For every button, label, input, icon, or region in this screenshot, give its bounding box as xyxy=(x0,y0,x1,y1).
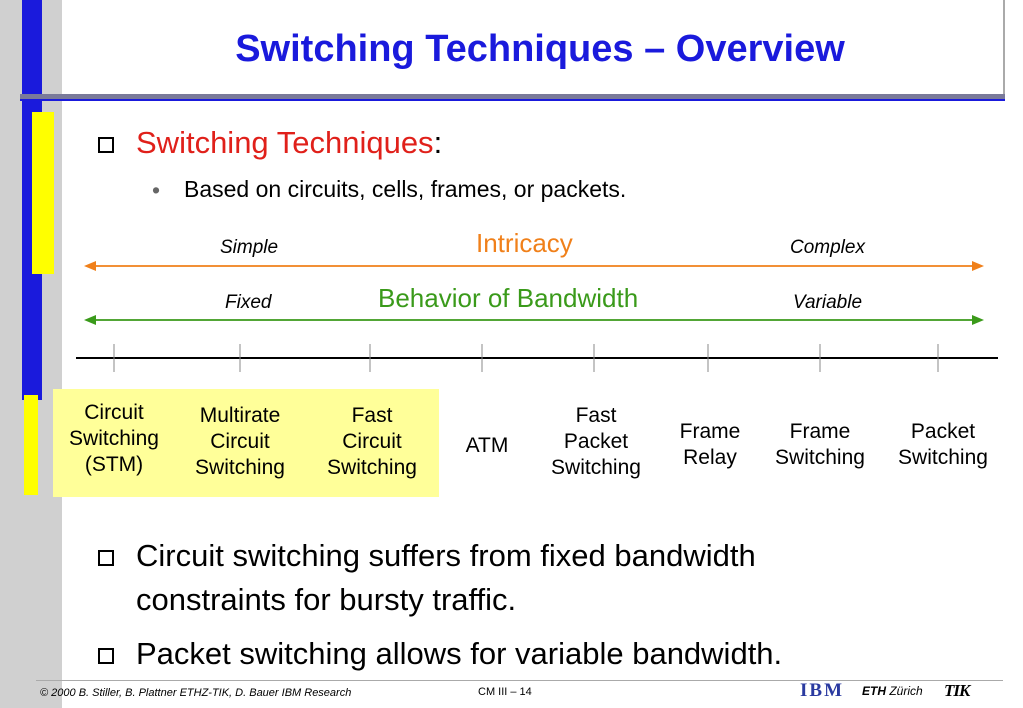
ibm-logo: IBM xyxy=(800,680,844,701)
technique-line: (STM) xyxy=(84,453,144,476)
technique-line: Switching xyxy=(775,446,865,469)
technique-label: Frame Relay xyxy=(664,419,756,471)
technique-line: Switching xyxy=(195,456,285,479)
technique-line: Switching xyxy=(69,427,159,450)
title-frame-edge xyxy=(1003,0,1005,100)
title-rule-blue xyxy=(20,99,1005,101)
bullet-square-icon xyxy=(98,137,114,153)
eth-zurich-label: ETH Zürich xyxy=(862,684,923,698)
scale1-title: Intricacy xyxy=(476,228,573,258)
side-bar-yellow-top xyxy=(32,112,54,274)
heading: Switching Techniques: xyxy=(136,124,442,162)
technique-line: Circuit xyxy=(342,430,402,453)
sub-bullet-text: Based on circuits, cells, frames, or pac… xyxy=(184,176,627,202)
title-rule xyxy=(20,94,1005,99)
technique-line: Switching xyxy=(327,456,417,479)
bullet-text: Packet switching allows for variable ban… xyxy=(136,636,783,671)
scale1-right-label: Complex xyxy=(790,237,865,258)
heading-red: Switching Techniques xyxy=(136,125,434,160)
technique-line: Fast xyxy=(575,404,617,427)
technique-label: Circuit Switching (STM) xyxy=(54,400,174,478)
bullet-text: Circuit switching suffers from fixed ban… xyxy=(136,538,756,573)
technique-line: Packet xyxy=(910,420,976,443)
tik-logo: TIK xyxy=(944,681,970,700)
bullet-square-icon xyxy=(98,648,114,664)
scale2-left-label: Fixed xyxy=(225,292,272,313)
technique-label: Packet Switching xyxy=(884,419,1002,471)
scale2-double-arrow-icon xyxy=(84,315,984,325)
bullet-square-icon xyxy=(98,550,114,566)
scale1-double-arrow-icon xyxy=(84,261,984,271)
eth-rest: Zürich xyxy=(886,684,923,698)
technique-line: Switching xyxy=(898,446,988,469)
technique-line: ATM xyxy=(465,434,509,457)
heading-suffix: : xyxy=(433,125,443,160)
technique-line: Multirate xyxy=(199,404,281,427)
technique-label: Frame Switching xyxy=(760,419,880,471)
technique-line: Fast xyxy=(351,404,393,427)
slide-title: Switching Techniques – Overview xyxy=(235,28,845,70)
sub-bullet-dot-icon: • xyxy=(152,177,161,203)
technique-label: Fast Circuit Switching xyxy=(312,403,432,481)
eth-bold: ETH xyxy=(862,684,886,698)
technique-axis xyxy=(76,344,998,372)
footer-copyright: © 2000 B. Stiller, B. Plattner ETHZ-TIK,… xyxy=(40,687,352,699)
technique-line: Frame xyxy=(789,420,851,443)
technique-line: Packet xyxy=(563,430,629,453)
footer-page-number: CM III – 14 xyxy=(478,686,532,698)
bullet-text-continued: constraints for bursty traffic. xyxy=(136,582,517,617)
circuit-techniques-highlight xyxy=(53,389,439,497)
scale2-right-label: Variable xyxy=(793,292,863,313)
technique-line: Frame xyxy=(679,420,741,443)
footer-rule xyxy=(36,680,1003,681)
side-bar-yellow-bottom xyxy=(24,395,38,495)
scale1-left-label: Simple xyxy=(220,237,279,258)
technique-line: Switching xyxy=(551,456,641,479)
scale2-title: Behavior of Bandwidth xyxy=(378,283,639,313)
technique-label: Fast Packet Switching xyxy=(536,403,656,481)
technique-line: Circuit xyxy=(210,430,270,453)
technique-label: ATM xyxy=(442,433,532,459)
technique-label: Multirate Circuit Switching xyxy=(180,403,300,481)
technique-line: Relay xyxy=(683,446,737,469)
technique-line: Circuit xyxy=(84,401,144,424)
